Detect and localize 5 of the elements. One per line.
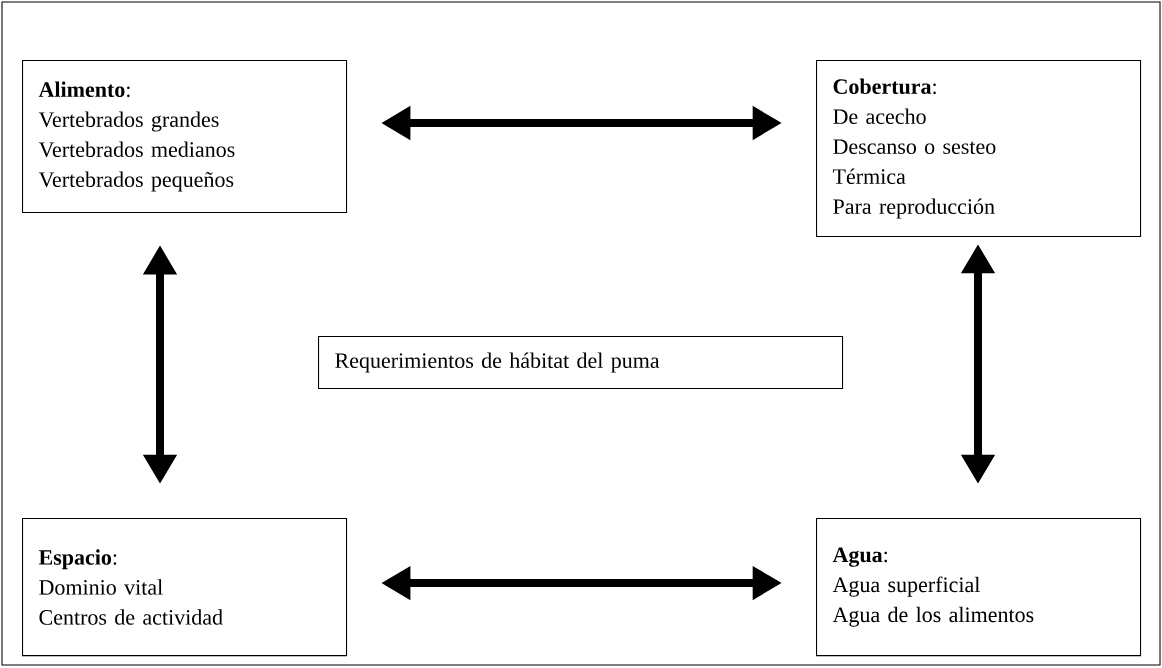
- requirement-box: Alimento: Vertebrados grandes Vertebrados medianos Vertebrados pequeños: [22, 60, 348, 214]
- requirement-box: Agua: Agua superficial Agua de los alimentos: [816, 518, 1142, 657]
- title-box: Requerimientos de hábitat del puma: [318, 336, 844, 390]
- requirement-box: Cobertura: De acecho Descanso o sesteo Térmica Para reproducción: [816, 60, 1142, 238]
- requirement-box: Espacio: Dominio vital Centros de actividad: [22, 518, 348, 657]
